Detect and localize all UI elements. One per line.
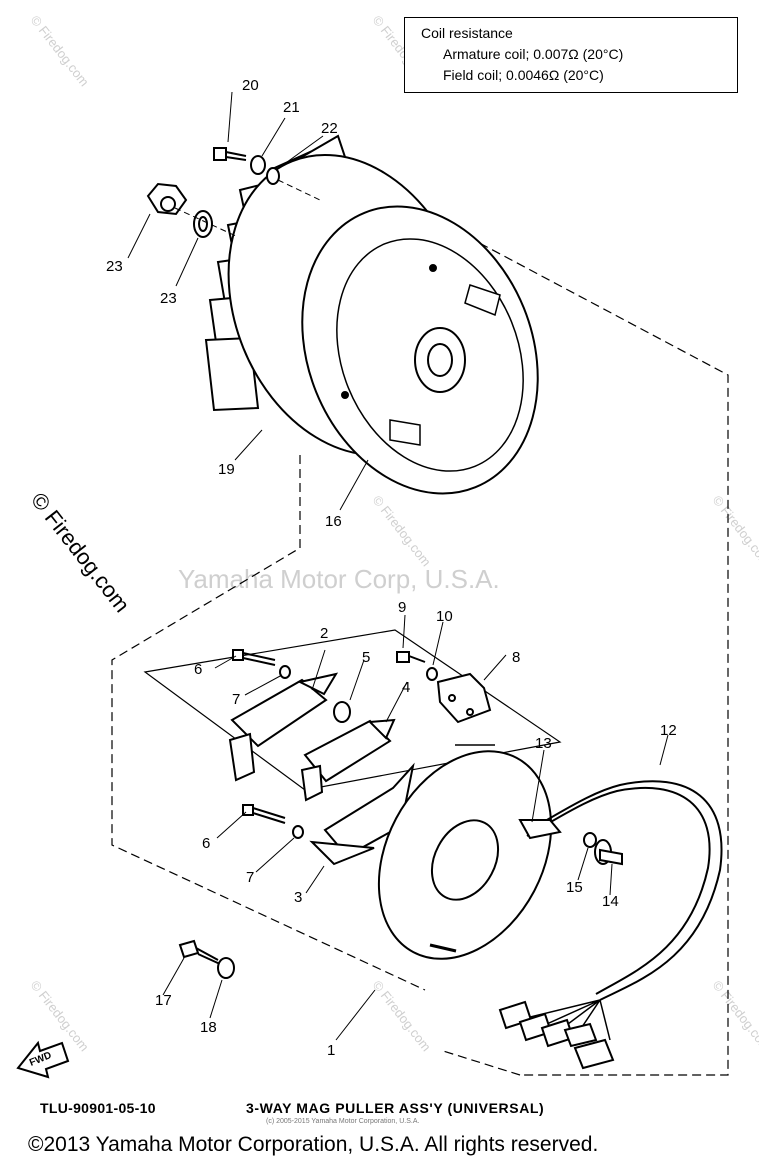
washer-21 xyxy=(266,167,280,185)
callout-2: 2 xyxy=(320,625,328,642)
callout-numbers: 20 21 22 23 23 19 16 2 5 4 6 7 9 10 8 6 … xyxy=(106,77,677,1059)
callout-12: 13 xyxy=(535,735,552,752)
watermark-small-1: © Firedog.com xyxy=(28,13,92,90)
flywheel xyxy=(204,134,539,495)
collar-5 xyxy=(333,701,351,723)
washer-7-bottom xyxy=(292,825,304,839)
fwd-arrow-icon: FWD xyxy=(16,1040,70,1079)
screw-6-top xyxy=(232,649,276,666)
washer-20 xyxy=(250,155,266,175)
screw-6-bottom xyxy=(242,804,286,824)
screw-16 xyxy=(178,939,221,965)
callout-15: 16 xyxy=(325,513,342,530)
callout-3: 3 xyxy=(294,889,302,906)
screw-9 xyxy=(396,651,410,663)
callout-10: 10 xyxy=(436,608,453,625)
callout-7-bottom: 7 xyxy=(246,869,254,886)
base-plate xyxy=(377,744,553,960)
callout-19: 20 xyxy=(242,77,259,94)
watermark-center-text: Yamaha Motor Corp, U.S.A. xyxy=(178,564,500,594)
washer-17 xyxy=(217,957,235,979)
callout-11: 12 xyxy=(660,722,677,739)
pickup-8 xyxy=(436,672,492,724)
small-copyright: (c) 2005-2015 Yamaha Motor Corporation, … xyxy=(266,1118,420,1125)
clamp-12 xyxy=(518,819,562,840)
callout-4: 4 xyxy=(402,679,410,696)
callout-18: 19 xyxy=(218,461,235,478)
callout-17: 18 xyxy=(200,1019,217,1036)
callout-22: 23 xyxy=(106,258,123,275)
washer-10 xyxy=(426,667,438,681)
armature-coil-spec: Armature coil; 0.007Ω (20°C) xyxy=(443,46,624,62)
washer-7-top xyxy=(279,665,291,679)
coil-resistance-title: Coil resistance xyxy=(421,25,513,41)
hardware-top xyxy=(146,147,321,238)
watermark-small-7: © Firedog.com xyxy=(710,978,759,1055)
callout-7-top: 7 xyxy=(232,691,240,708)
leader-lines xyxy=(127,91,669,1041)
tool-name: 3-WAY MAG PULLER ASS'Y (UNIVERSAL) xyxy=(246,1100,545,1116)
callout-13: 14 xyxy=(602,893,619,910)
assembly-outline xyxy=(111,229,729,1076)
callout-16: 17 xyxy=(155,992,172,1009)
watermark-small-4: © Firedog.com xyxy=(710,493,759,570)
field-coil-spec: Field coil; 0.0046Ω (20°C) xyxy=(443,67,604,83)
callout-6-bottom: 6 xyxy=(202,835,210,852)
washer-14 xyxy=(583,832,597,848)
callout-5: 5 xyxy=(362,649,370,666)
callout-14: 15 xyxy=(566,879,583,896)
callout-21: 22 xyxy=(321,120,338,137)
watermark-small-3: © Firedog.com xyxy=(370,493,434,570)
screw-13 xyxy=(599,848,623,866)
callout-20: 21 xyxy=(283,99,300,116)
callout-9: 9 xyxy=(398,599,406,616)
stator-assembly xyxy=(143,629,723,1070)
callout-8: 8 xyxy=(512,649,520,666)
field-coil-2 xyxy=(228,672,339,782)
callout-1: 1 xyxy=(327,1042,335,1059)
wire-harness-11 xyxy=(498,780,723,1070)
field-coil-4 xyxy=(300,718,396,802)
watermark-side-text: © Firedog.com xyxy=(26,488,135,617)
callout-6-top: 6 xyxy=(194,661,202,678)
field-coil-3 xyxy=(309,762,415,866)
copyright-footer: ©2013 Yamaha Motor Corporation, U.S.A. A… xyxy=(28,1133,599,1156)
bolt-19 xyxy=(213,147,227,161)
tool-part-number: TLU-90901-05-10 xyxy=(40,1100,156,1116)
callout-23: 23 xyxy=(160,290,177,307)
coil-resistance-box: Coil resistance Armature coil; 0.007Ω (2… xyxy=(404,17,738,93)
